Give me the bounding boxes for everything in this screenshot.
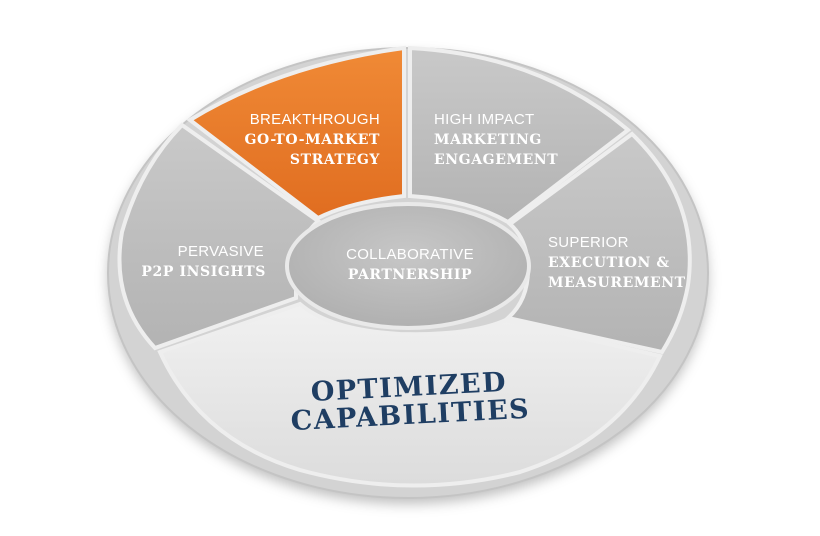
superior-line2: EXECUTION & [548,255,670,271]
pervasive-line2: P2P INSIGHTS [141,264,266,280]
high-impact-line3: ENGAGEMENT [434,152,558,168]
segment-high-impact [408,45,632,225]
breakthrough-line2: GO-TO-MARKET [244,132,380,148]
center-hub [285,202,531,330]
breakthrough-label: BREAKTHROUGH GO-TO-MARKET STRATEGY [244,111,381,168]
high-impact-line1: HIGH IMPACT [434,111,535,128]
high-impact-line2: MARKETING [434,132,542,148]
breakthrough-line3: STRATEGY [290,152,381,168]
pervasive-line1: PERVASIVE [178,243,264,260]
segments [117,45,692,488]
segment-breakthrough[interactable] [186,45,406,221]
breakthrough-line1: BREAKTHROUGH [250,111,380,128]
pervasive-label: PERVASIVE P2P INSIGHTS [141,243,266,280]
segment-optimized [157,301,663,488]
superior-label: SUPERIOR EXECUTION & MEASUREMENT [548,234,686,291]
center-line1: COLLABORATIVE [346,246,474,263]
superior-line1: SUPERIOR [548,234,629,251]
center-label: COLLABORATIVE PARTNERSHIP [346,246,474,283]
superior-line3: MEASUREMENT [548,275,686,291]
optimized-label: OPTIMIZED CAPABILITIES [290,367,531,437]
center-line2: PARTNERSHIP [348,267,472,283]
high-impact-label: HIGH IMPACT MARKETING ENGAGEMENT [434,111,558,168]
